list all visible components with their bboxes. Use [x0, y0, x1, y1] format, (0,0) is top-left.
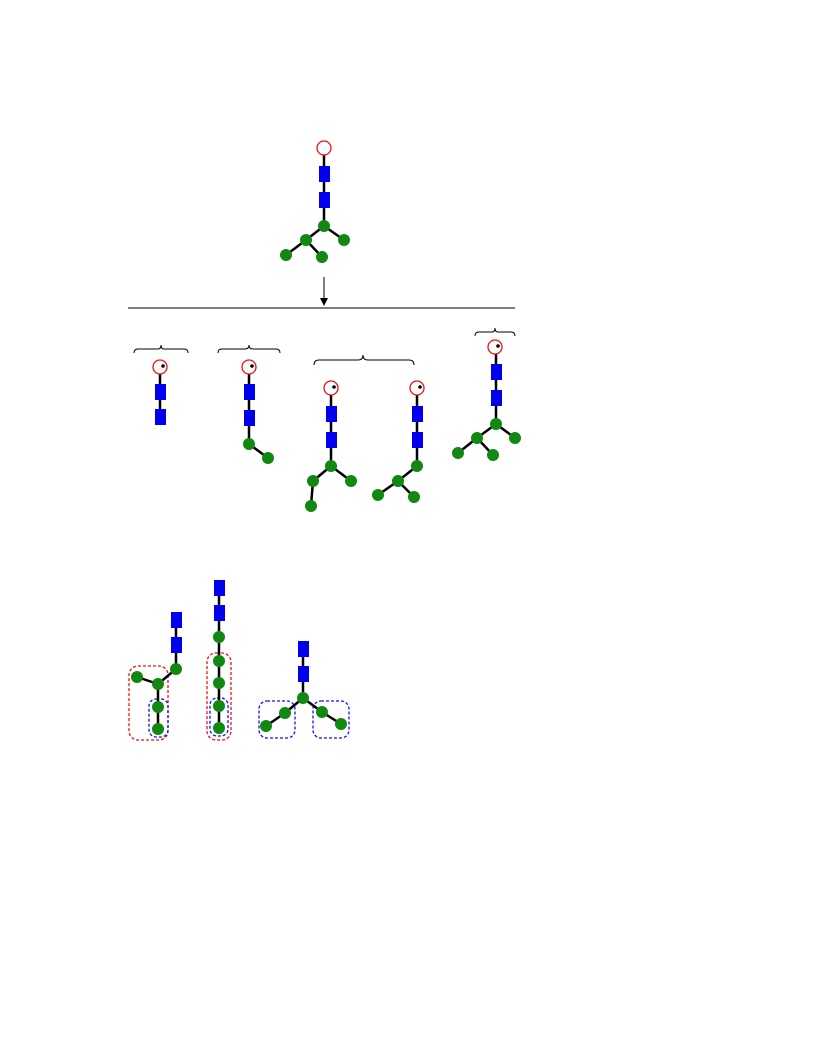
radical-dot — [250, 364, 254, 368]
green-circle-icon — [152, 678, 164, 690]
green-circle-icon — [487, 449, 499, 461]
green-circle-icon — [260, 720, 272, 732]
green-circle-icon — [316, 706, 328, 718]
green-circle-icon — [408, 491, 420, 503]
reducing-end-icon — [323, 380, 339, 396]
blue-square-icon — [214, 580, 225, 596]
green-circle-icon — [471, 432, 483, 444]
reducing-end-icon — [152, 359, 168, 375]
green-circle-icon — [300, 234, 312, 246]
fragment-1 — [152, 359, 168, 425]
green-circle-icon — [392, 475, 404, 487]
green-circle-icon — [262, 452, 274, 464]
green-circle-icon — [490, 418, 502, 430]
outer-cluster-box — [128, 665, 169, 741]
green-circle-icon — [318, 220, 330, 232]
blue-square-icon — [298, 641, 309, 657]
blue-square-icon — [171, 612, 182, 628]
brace-4 — [474, 327, 516, 337]
down-arrow-icon — [320, 298, 328, 306]
blue-square-icon — [326, 432, 337, 448]
blue-square-icon — [298, 666, 309, 682]
brace-2 — [217, 344, 281, 354]
bottom-structure-c — [258, 641, 350, 739]
radical-dot — [496, 344, 500, 348]
green-circle-icon — [213, 677, 225, 689]
green-circle-icon — [509, 432, 521, 444]
bottom-structure-b — [206, 580, 232, 741]
bottom-structure-a — [128, 612, 182, 741]
blue-square-icon — [491, 364, 502, 380]
blue-square-icon — [155, 384, 166, 400]
brace-1 — [133, 344, 189, 354]
green-circle-icon — [316, 251, 328, 263]
green-circle-icon — [243, 438, 255, 450]
blue-square-icon — [155, 409, 166, 425]
blue-square-icon — [412, 406, 423, 422]
green-circle-icon — [297, 692, 309, 704]
blue-square-icon — [412, 432, 423, 448]
green-circle-icon — [372, 489, 384, 501]
green-circle-icon — [279, 707, 291, 719]
green-circle-icon — [411, 460, 423, 472]
green-circle-icon — [213, 722, 225, 734]
blue-square-icon — [326, 406, 337, 422]
green-circle-icon — [131, 671, 143, 683]
green-circle-icon — [152, 723, 164, 735]
fragment-4 — [452, 339, 521, 461]
green-circle-icon — [170, 663, 182, 675]
fragment-3a — [305, 380, 357, 512]
blue-square-icon — [319, 192, 330, 208]
blue-square-icon — [244, 410, 255, 426]
blue-square-icon — [319, 166, 330, 182]
blue-square-icon — [214, 605, 225, 621]
brace-3 — [313, 354, 415, 366]
radical-dot — [418, 385, 422, 389]
green-circle-icon — [213, 631, 225, 643]
reducing-end-icon — [409, 380, 425, 396]
green-circle-icon — [213, 700, 225, 712]
green-circle-icon — [213, 655, 225, 667]
parent-glycan — [280, 140, 350, 263]
green-circle-icon — [338, 234, 350, 246]
inner-cluster-box — [258, 700, 296, 739]
fragment-2 — [241, 359, 274, 464]
blue-square-icon — [171, 637, 182, 653]
reducing-end-icon — [487, 339, 503, 355]
inner-cluster-box — [312, 700, 350, 739]
green-circle-icon — [152, 701, 164, 713]
green-circle-icon — [305, 500, 317, 512]
radical-dot — [332, 385, 336, 389]
green-circle-icon — [280, 249, 292, 261]
reducing-end-icon — [241, 359, 257, 375]
reducing-end-icon — [316, 140, 332, 156]
blue-square-icon — [244, 384, 255, 400]
green-circle-icon — [307, 475, 319, 487]
fragment-3b — [372, 380, 425, 503]
green-circle-icon — [452, 447, 464, 459]
radical-dot — [161, 364, 165, 368]
blue-square-icon — [491, 390, 502, 406]
green-circle-icon — [325, 460, 337, 472]
green-circle-icon — [345, 475, 357, 487]
green-circle-icon — [335, 718, 347, 730]
